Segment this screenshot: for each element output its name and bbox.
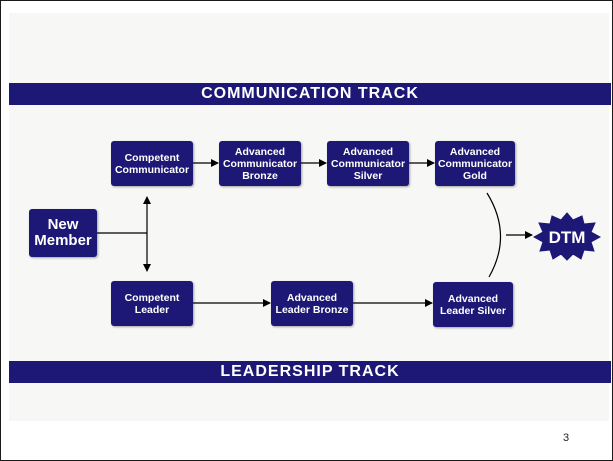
node-label: Advanced Communicator Bronze [222, 145, 298, 182]
node-competent-leader: Competent Leader [111, 281, 193, 326]
node-label: Advanced Communicator Silver [330, 145, 406, 182]
node-advanced-leader-bronze: Advanced Leader Bronze [271, 281, 353, 326]
node-label: Competent Leader [124, 291, 180, 316]
slide-content-area [9, 13, 609, 421]
dtm-starburst [532, 212, 602, 261]
node-advanced-communicator-silver: Advanced Communicator Silver [327, 141, 409, 186]
communication-track-banner: Communication Track [9, 83, 611, 105]
node-new-member: New Member [29, 209, 97, 257]
node-label: Advanced Communicator Gold [437, 145, 513, 182]
node-competent-communicator: Competent Communicator [111, 141, 193, 186]
node-label: New Member [34, 216, 92, 249]
node-label: Advanced Leader Bronze [275, 291, 349, 316]
node-label: Advanced Leader Silver [440, 292, 506, 317]
dtm-label: DTM [549, 228, 586, 247]
node-label: Competent Communicator [114, 151, 190, 176]
node-advanced-leader-silver: Advanced Leader Silver [433, 282, 513, 327]
page-number: 3 [563, 432, 570, 444]
node-advanced-communicator-bronze: Advanced Communicator Bronze [219, 141, 301, 186]
bracket-curve [486, 192, 502, 278]
leadership-track-banner: Leadership Track [9, 361, 611, 383]
node-advanced-communicator-gold: Advanced Communicator Gold [435, 141, 515, 186]
